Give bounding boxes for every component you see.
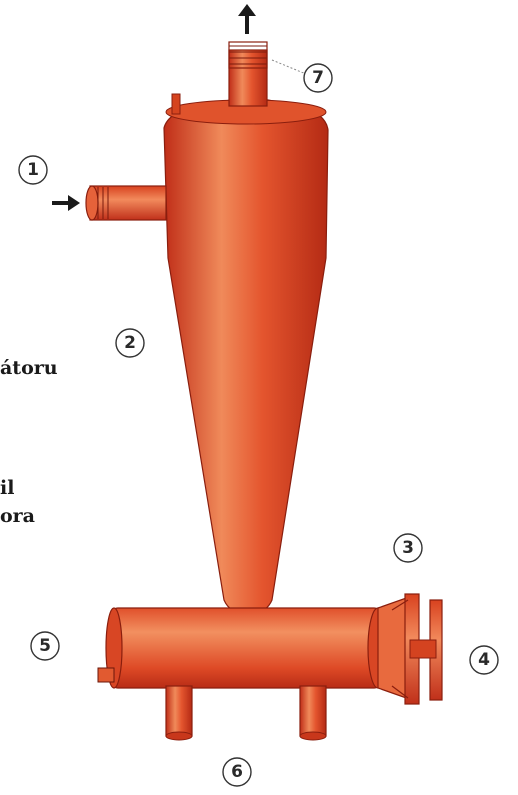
vent-nub	[172, 94, 180, 114]
cropped-text-line-1: átoru	[0, 357, 58, 379]
svg-text:1: 1	[27, 160, 39, 180]
svg-text:5: 5	[39, 636, 51, 656]
callout-1: 1	[19, 156, 47, 184]
svg-text:2: 2	[124, 333, 136, 353]
callout-6: 6	[223, 758, 251, 786]
callout-5: 5	[31, 632, 59, 660]
arrow-right-icon	[52, 195, 80, 211]
inlet-pipe	[90, 186, 166, 220]
svg-text:4: 4	[478, 650, 490, 670]
collection-chamber	[112, 608, 380, 688]
svg-text:7: 7	[312, 68, 324, 88]
svg-text:6: 6	[231, 762, 243, 782]
callout-4: 4	[470, 646, 498, 674]
cropped-text-line-2: il	[0, 477, 14, 499]
callout-3: 3	[394, 534, 422, 562]
callout-2: 2	[116, 329, 144, 357]
drain-stub	[98, 668, 114, 682]
bottom-port-left	[166, 686, 192, 736]
separator-body	[164, 100, 328, 614]
flange-hub	[410, 640, 436, 658]
inlet-opening	[86, 186, 98, 220]
callout-7-leader	[272, 60, 306, 74]
cropped-text-line-3: ora	[0, 505, 35, 527]
arrow-up-icon	[238, 4, 256, 34]
callout-7: 7	[304, 64, 332, 92]
bottom-port-right	[300, 686, 326, 736]
svg-text:3: 3	[402, 538, 414, 558]
